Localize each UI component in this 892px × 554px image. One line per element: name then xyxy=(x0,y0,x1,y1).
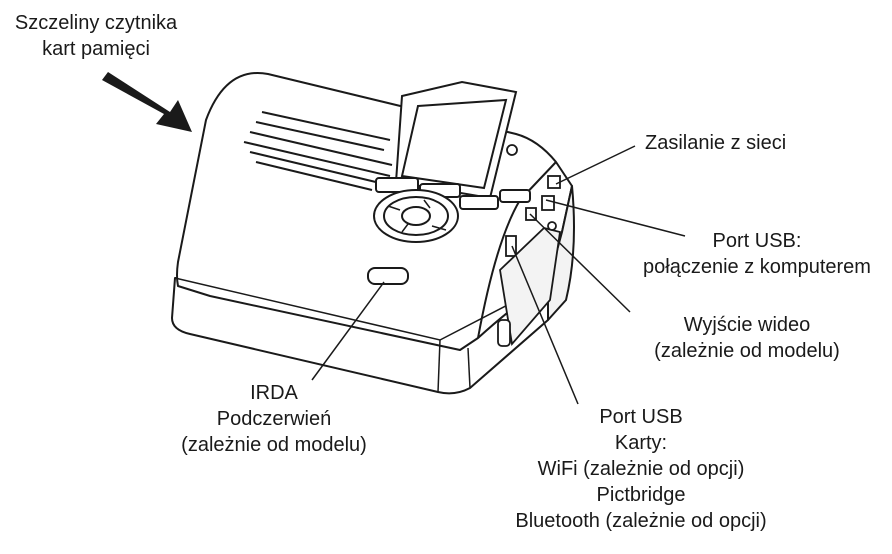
label-usb-cards: Port USB Karty: WiFi (zależnie od opcji)… xyxy=(486,404,796,534)
video-line1: Wyjście wideo xyxy=(683,314,811,336)
usb-pc-line2: połączenie z komputerem xyxy=(643,256,871,278)
usb-port-pc xyxy=(541,195,555,211)
label-power: Zasilanie z sieci xyxy=(645,130,786,156)
usb-cards-line3: WiFi (zależnie od opcji) xyxy=(537,458,745,480)
card-slot-arrow xyxy=(102,72,192,132)
usb-pc-line1: Port USB: xyxy=(712,230,802,252)
leader-power xyxy=(555,145,636,185)
usb-cards-line2: Karty: xyxy=(614,432,668,454)
label-card-slots: Szczeliny czytnika kart pamięci xyxy=(0,10,192,62)
vent-grille xyxy=(243,111,393,191)
card-slots-line2: kart pamięci xyxy=(42,38,150,60)
label-video: Wyjście wideo (zależnie od modelu) xyxy=(630,312,864,364)
video-line2: (zależnie od modelu) xyxy=(654,340,840,362)
irda-line2: Podczerwień xyxy=(216,408,332,430)
power-port xyxy=(547,175,561,189)
irda-line3: (zależnie od modelu) xyxy=(181,434,367,456)
leader-video xyxy=(529,213,631,313)
card-latch xyxy=(497,319,511,347)
usb-port-front xyxy=(505,235,517,257)
navigation-wheel xyxy=(373,189,459,243)
leader-usb-cards xyxy=(511,245,579,405)
label-usb-pc: Port USB: połączenie z komputerem xyxy=(622,228,892,280)
lcd-screen xyxy=(394,80,518,200)
irda-window xyxy=(367,267,409,285)
label-irda: IRDA Podczerwień (zależnie od modelu) xyxy=(166,380,382,458)
usb-cards-line1: Port USB xyxy=(599,406,683,428)
usb-cards-line4: Pictbridge xyxy=(596,484,686,506)
leader-usb-pc xyxy=(545,199,686,237)
button-right-1 xyxy=(459,195,499,210)
usb-cards-line5: Bluetooth (zależnie od opcji) xyxy=(515,510,767,532)
power-text: Zasilanie z sieci xyxy=(645,132,787,154)
button-right-2 xyxy=(499,189,531,203)
leader-irda xyxy=(311,281,385,381)
irda-line1: IRDA xyxy=(250,382,298,404)
card-slots-line1: Szczeliny czytnika xyxy=(14,12,178,34)
